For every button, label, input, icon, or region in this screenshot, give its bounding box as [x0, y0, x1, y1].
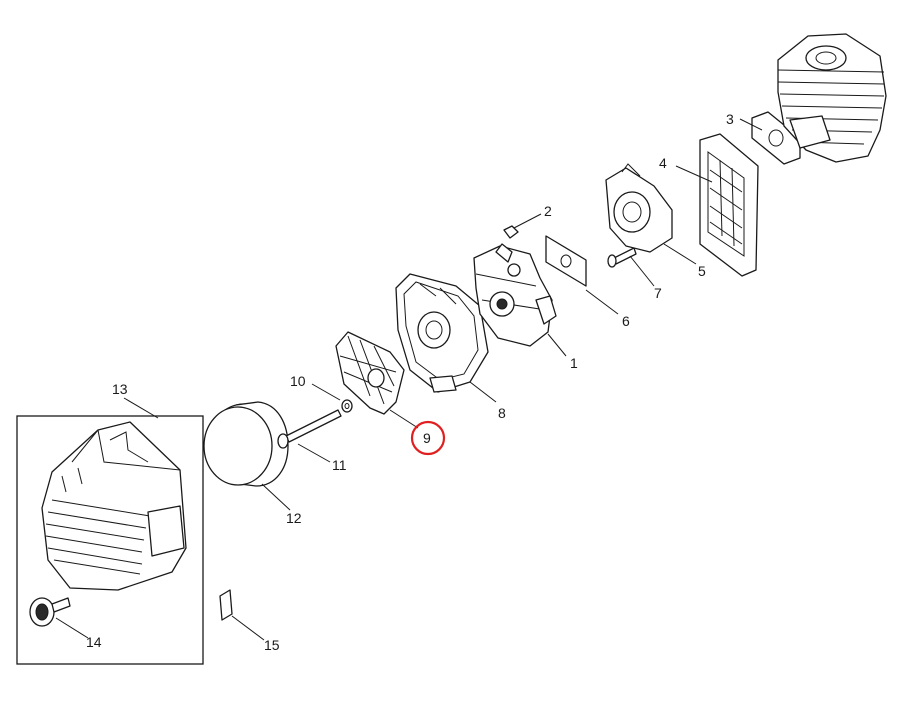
callout-8[interactable]: 8: [498, 405, 506, 421]
part-6-gasket[interactable]: [545, 235, 587, 287]
part-1-carburetor[interactable]: [473, 243, 557, 347]
callout-1[interactable]: 1: [570, 355, 578, 371]
callout-14[interactable]: 14: [86, 634, 102, 650]
part-14-knob[interactable]: [29, 597, 71, 627]
part-5-manifold[interactable]: [605, 163, 673, 253]
callout-12[interactable]: 12: [286, 510, 302, 526]
part-15-label[interactable]: [219, 589, 233, 621]
leader-lines: [55, 118, 763, 641]
callout-4[interactable]: 4: [659, 155, 667, 171]
part-7-screw[interactable]: [607, 247, 637, 268]
callout-5[interactable]: 5: [698, 263, 706, 279]
callout-13[interactable]: 13: [112, 381, 128, 397]
callout-6[interactable]: 6: [622, 313, 630, 329]
part-3-gasket[interactable]: [751, 111, 801, 165]
part-13-group-box: [16, 415, 204, 665]
cylinder: [777, 33, 887, 163]
callout-9[interactable]: 9: [423, 430, 431, 446]
callout-11[interactable]: 11: [332, 457, 347, 473]
callout-10[interactable]: 10: [290, 373, 306, 389]
part-11-bolt[interactable]: [277, 409, 342, 449]
part-10-washer[interactable]: [341, 399, 353, 413]
callout-labels: 1 2 3 4 5 6 7 8 9 10 11 12 13 14 15: [86, 111, 734, 653]
part-2-nut[interactable]: [503, 225, 519, 239]
part-13-air-cover[interactable]: [41, 421, 187, 591]
callout-15[interactable]: 15: [264, 637, 280, 653]
part-9-baffle[interactable]: [335, 331, 405, 415]
callout-3[interactable]: 3: [726, 111, 734, 127]
highlight-circle-callout-9: [410, 420, 446, 456]
callout-2[interactable]: 2: [544, 203, 552, 219]
callout-7[interactable]: 7: [654, 285, 662, 301]
part-12-filter[interactable]: [203, 401, 289, 487]
part-8-filter-base[interactable]: [395, 273, 489, 393]
part-4-insulator[interactable]: [699, 133, 759, 277]
